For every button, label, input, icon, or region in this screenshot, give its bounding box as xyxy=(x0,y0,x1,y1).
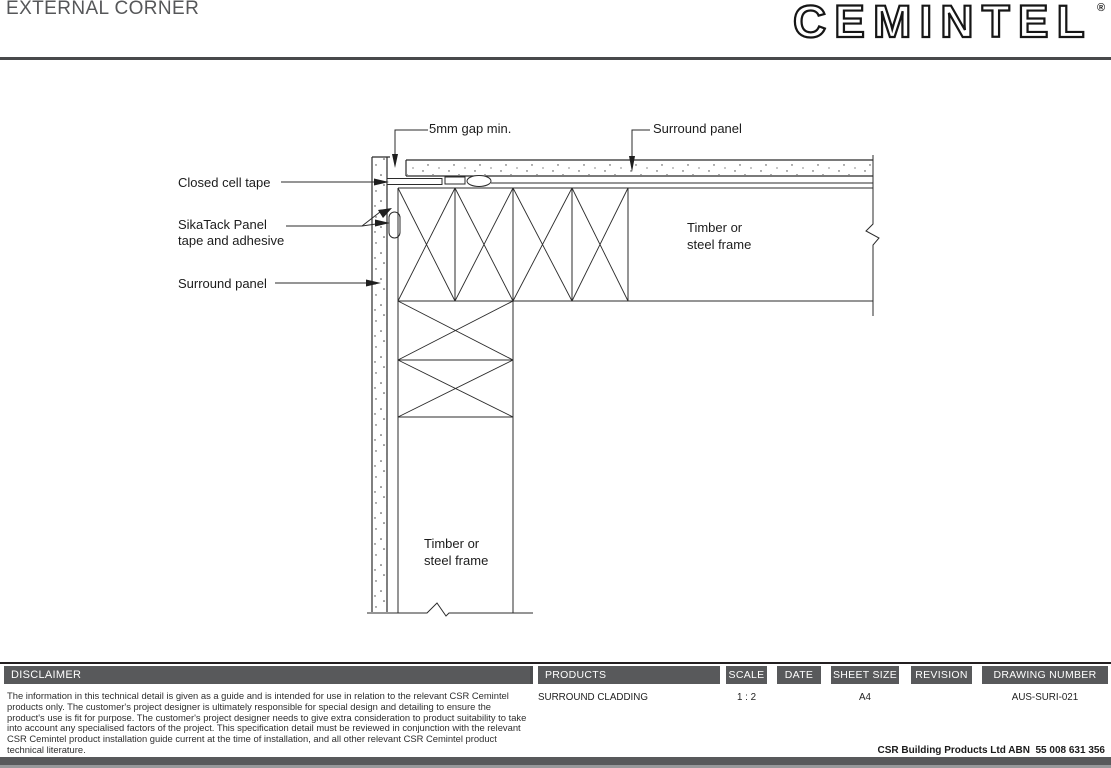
page-title: EXTERNAL CORNER xyxy=(6,0,200,19)
title-block-top-line xyxy=(0,662,1111,664)
products-header: PRODUCTS xyxy=(538,666,720,684)
label-timber-frame-right: Timber or steel frame xyxy=(687,220,752,252)
frame-outline xyxy=(397,187,873,613)
revision-header: REVISION xyxy=(911,666,972,684)
date-header: DATE xyxy=(777,666,821,684)
scale-value: 1 : 2 xyxy=(736,692,757,703)
scale-header: SCALE xyxy=(726,666,767,684)
label-surround-panel-left: Surround panel xyxy=(178,276,267,291)
closed-cell-tape-and-adhesive xyxy=(386,175,873,239)
company-abn-line: CSR Building Products Ltd ABN 55 008 631… xyxy=(877,745,1105,756)
bottom-bar xyxy=(0,757,1111,765)
vertical-surround-panel xyxy=(371,156,390,612)
bottom-bar-strip xyxy=(0,765,1111,768)
label-5mm-gap: 5mm gap min. xyxy=(429,121,512,136)
leader-arrowheads xyxy=(366,154,635,287)
products-value: SURROUND CLADDING xyxy=(538,692,648,703)
drawing-number-value: AUS-SURI-021 xyxy=(1011,692,1079,703)
disclaimer-header: DISCLAIMER xyxy=(4,666,531,684)
sheet-size-value: A4 xyxy=(859,692,871,703)
break-marks xyxy=(367,155,880,617)
cemintel-logo: CEMINTEL xyxy=(792,0,1093,48)
sheet-size-header: SHEET SIZE xyxy=(831,666,899,684)
drawing-number-header: DRAWING NUMBER xyxy=(982,666,1108,684)
header-rule xyxy=(0,57,1111,60)
label-surround-panel-top: Surround panel xyxy=(653,121,742,136)
disclaimer-text: The information in this technical detail… xyxy=(7,690,527,755)
horizontal-surround-panel xyxy=(405,159,873,177)
registered-trademark-icon: ® xyxy=(1097,2,1106,14)
leader-lines xyxy=(275,129,650,284)
label-sikatack: SikaTack Panel tape and adhesive xyxy=(178,217,285,248)
label-closed-cell-tape: Closed cell tape xyxy=(178,175,271,190)
frame-cross-bracing xyxy=(397,187,629,418)
label-timber-frame-bottom: Timber or steel frame xyxy=(424,536,489,568)
title-block-divider xyxy=(530,666,533,684)
